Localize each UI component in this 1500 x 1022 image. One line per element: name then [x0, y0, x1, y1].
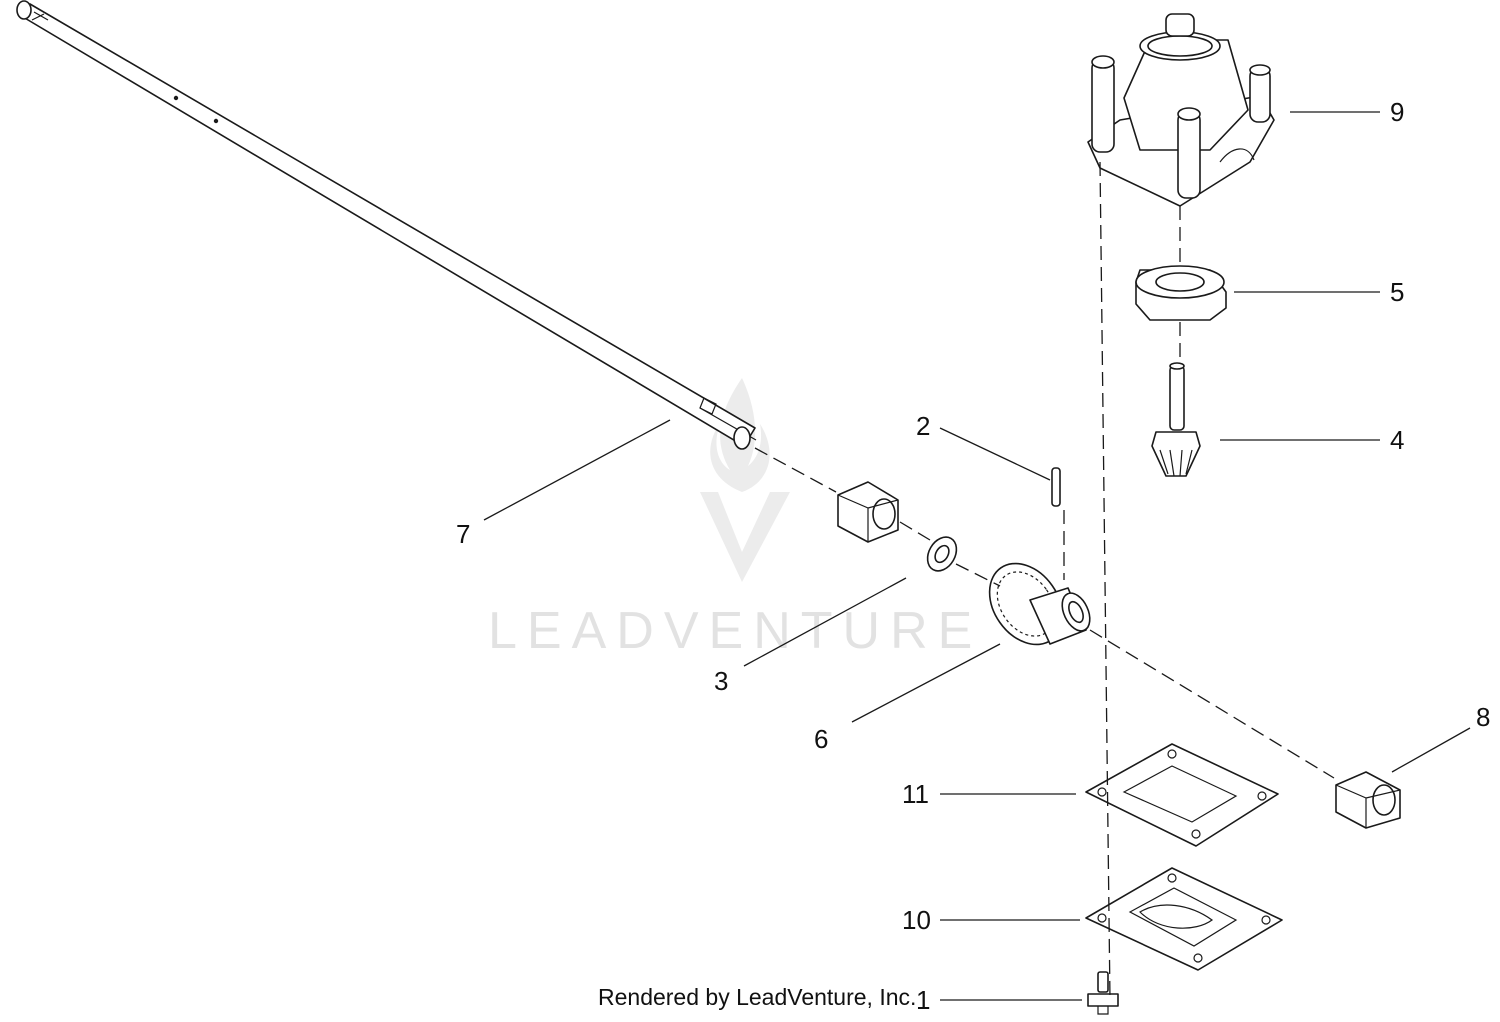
part-6-bevel-gear[interactable] [975, 550, 1096, 659]
part-7-drive-shaft[interactable] [16, 0, 757, 450]
part-3-washer[interactable] [922, 532, 963, 576]
callout-8: 8 [1476, 702, 1490, 732]
callout-6: 6 [814, 724, 828, 754]
callout-10: 10 [902, 905, 931, 935]
callout-9: 9 [1390, 97, 1404, 127]
callout-5: 5 [1390, 277, 1404, 307]
leadventure-watermark: LEADVENTURE [488, 378, 982, 660]
render-credit: Rendered by LeadVenture, Inc. [598, 984, 917, 1010]
callout-3: 3 [714, 666, 728, 696]
part-bushing-left[interactable] [837, 481, 899, 543]
watermark-text: LEADVENTURE [488, 602, 982, 660]
callout-2: 2 [916, 411, 930, 441]
callout-1: 1 [916, 985, 930, 1015]
part-8-bushing[interactable] [1335, 771, 1401, 829]
part-2-roll-pin[interactable] [1051, 467, 1061, 507]
part-11-gasket[interactable] [1085, 743, 1279, 847]
callout-4: 4 [1390, 425, 1404, 455]
assembly-axis-lines [754, 161, 1335, 1001]
part-5-bearing[interactable] [1135, 265, 1227, 321]
part-1-bolt[interactable] [1087, 971, 1119, 1015]
callout-11: 11 [902, 779, 929, 809]
leader-lines [483, 111, 1471, 1001]
part-9-gearbox-housing[interactable] [1087, 13, 1275, 207]
part-10-cover-plate[interactable] [1085, 867, 1283, 971]
callout-labels: 9 5 4 2 7 3 6 8 11 10 1 [456, 97, 1490, 1015]
part-4-pinion-shaft[interactable] [1151, 362, 1201, 477]
callout-7: 7 [456, 519, 470, 549]
